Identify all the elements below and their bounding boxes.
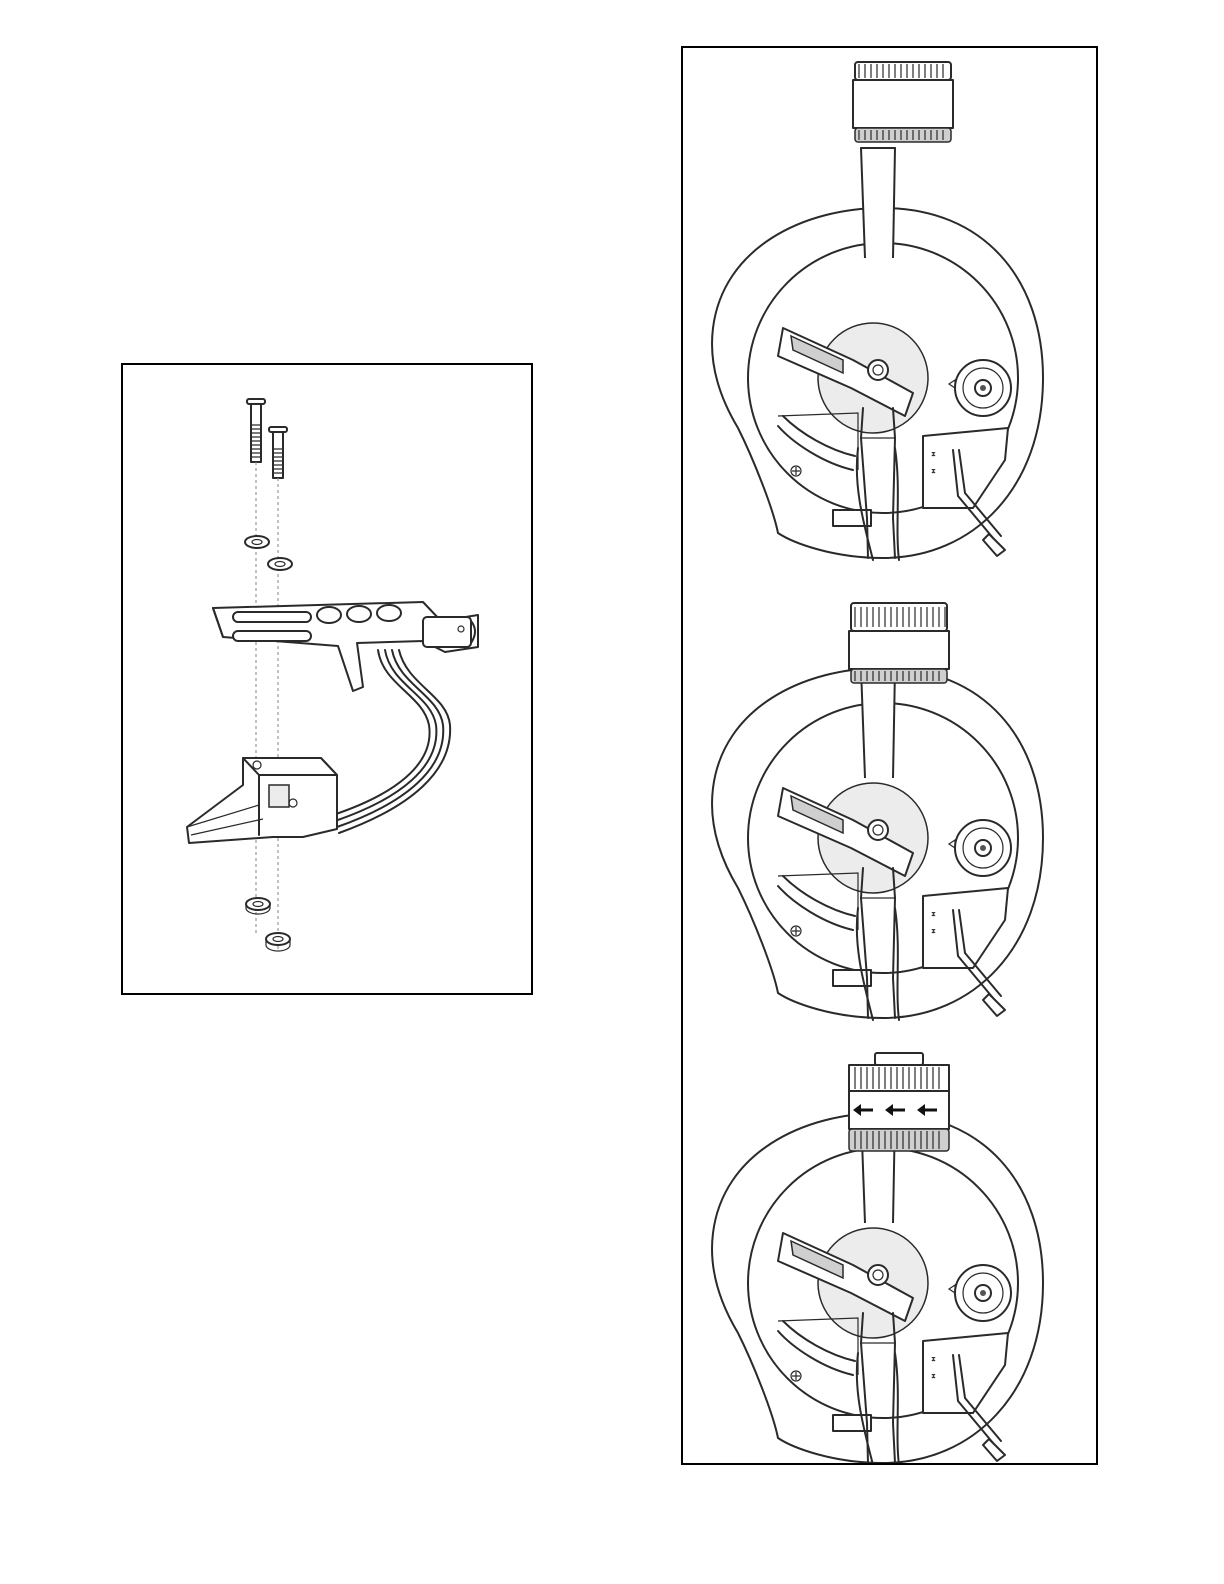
tonearm-step-1 (712, 62, 1043, 560)
screw-right (269, 427, 287, 478)
cartridge (187, 758, 337, 843)
washer-top-left (245, 536, 269, 548)
tonearm-step-2 (712, 603, 1043, 1020)
tonearm-step-3 (712, 1053, 1043, 1463)
screw-left (247, 399, 265, 462)
counterweight-rotating (849, 1053, 949, 1151)
tonearm-counterweight-diagram: ⧗ ⧗ (683, 48, 1096, 1463)
tonearm-counterweight-diagram-frame: ⧗ ⧗ (681, 46, 1098, 1465)
headshell-cartridge-diagram (123, 365, 531, 993)
washer-bottom-left (246, 898, 270, 914)
washer-top-right (268, 558, 292, 570)
counterweight-mounted (849, 603, 949, 683)
headshell (213, 602, 478, 691)
headshell-cartridge-diagram-frame (121, 363, 533, 995)
counterweight-detached (853, 62, 953, 142)
